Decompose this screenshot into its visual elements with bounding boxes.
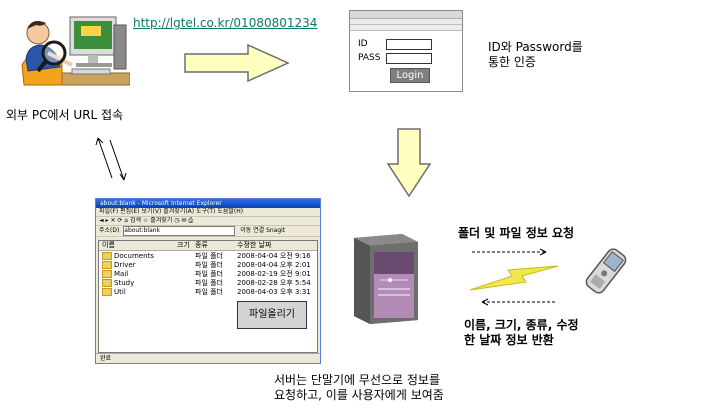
file-list: 이름 크기 종류 수정한 날짜 Documents 파일 폴더 2008-04-…: [98, 240, 318, 353]
server-icon: [354, 234, 418, 324]
col-type[interactable]: 종류: [195, 241, 208, 249]
folder-icon: [102, 252, 112, 260]
folder-icon: [102, 270, 112, 278]
caption-auth: ID와 Password를 통한 인증: [488, 40, 583, 69]
login-button[interactable]: Login: [390, 68, 430, 83]
explorer-titlebar: about:blank - Microsoft Internet Explore…: [96, 199, 320, 208]
login-window-titlebar: [350, 11, 462, 19]
upload-button[interactable]: 파일올리기: [237, 301, 307, 329]
id-label: ID: [358, 39, 368, 49]
explorer-window: about:blank - Microsoft Internet Explore…: [95, 198, 321, 364]
col-name[interactable]: 이름: [102, 241, 115, 249]
explorer-menubar[interactable]: 파일(F) 편집(E) 보기(V) 즐겨찾기(A) 도구(T) 도움말(H): [96, 208, 320, 217]
address-label: 주소(D): [99, 227, 120, 234]
explorer-statusbar: 완료: [96, 353, 320, 363]
col-size[interactable]: 크기: [177, 241, 190, 249]
url-link[interactable]: http://lgtel.co.kr/01080801234: [133, 16, 318, 30]
file-row[interactable]: Mail 파일 폴더 2008-02-19 오전 9:01: [99, 270, 317, 279]
folder-icon: [102, 288, 112, 296]
explorer-addressbar[interactable]: 주소(D) about:blank 이동 연결 Snagit: [96, 226, 320, 237]
caption-response: 이름, 크기, 종류, 수정 한 날짜 정보 반환: [464, 318, 579, 347]
folder-icon: [102, 279, 112, 287]
explorer-toolbar[interactable]: ◄ ▸ ✕ ⟳ ⌂ 검색 ☆ 즐겨찾기 ◷ ✉ ⎙: [96, 217, 320, 226]
id-field[interactable]: [386, 39, 432, 50]
arrow-right: [184, 44, 290, 82]
folder-icon: [102, 261, 112, 269]
address-go[interactable]: 이동 연결 Snagit: [240, 227, 286, 234]
file-row[interactable]: Util 파일 폴더 2008-04-03 오후 3:31: [99, 288, 317, 297]
pass-label: PASS: [358, 53, 381, 63]
phone-icon: [585, 248, 627, 294]
file-row[interactable]: Documents 파일 폴더 2008-04-04 오전 9:16: [99, 252, 317, 261]
file-row[interactable]: Driver 파일 폴더 2008-04-04 오후 2:01: [99, 261, 317, 270]
login-window-menubar: [350, 19, 462, 25]
address-field[interactable]: about:blank: [123, 226, 236, 236]
user-pc-illustration: [21, 16, 130, 86]
arrow-down: [387, 128, 431, 198]
login-window-toolbar: [350, 25, 462, 31]
password-field[interactable]: [386, 53, 432, 64]
file-row[interactable]: Study 파일 폴더 2008-02-28 오후 5:54: [99, 279, 317, 288]
file-list-header: 이름 크기 종류 수정한 날짜: [99, 241, 317, 251]
col-date[interactable]: 수정한 날짜: [237, 241, 272, 249]
caption-request: 폴더 및 파일 정보 요청: [458, 226, 575, 240]
wireless-link: [469, 248, 559, 306]
login-window: ID PASS Login: [349, 10, 463, 92]
caption-external-pc: 외부 PC에서 URL 접속: [6, 108, 124, 122]
caption-server-phone: 서버는 단말기에 무선으로 정보를 요청하고, 이를 사용자에게 보여줌: [274, 373, 444, 402]
bidirectional-arrows: [95, 137, 127, 181]
